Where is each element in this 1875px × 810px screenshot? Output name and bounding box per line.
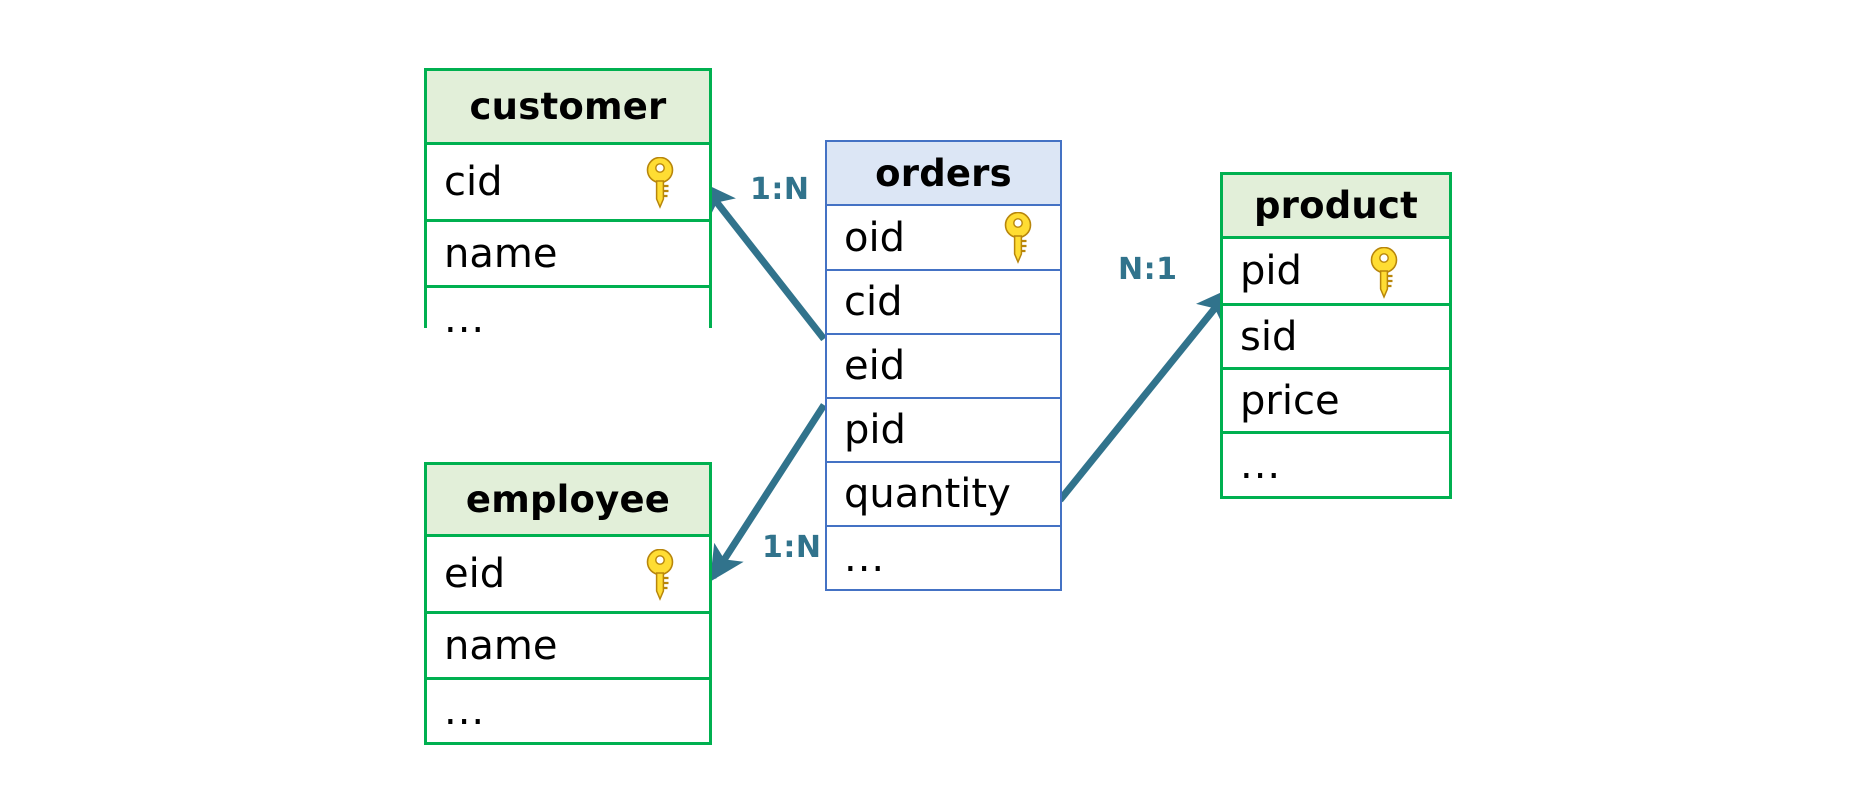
arrow-orders-product xyxy=(1057,287,1232,503)
column-name: cid xyxy=(444,159,503,205)
column-name: ... xyxy=(444,296,486,342)
table-orders-title: orders xyxy=(827,142,1060,206)
column-name: price xyxy=(1240,377,1340,424)
arrow-orders-employee xyxy=(709,403,827,582)
column-name: oid xyxy=(844,214,905,261)
column-name: pid xyxy=(1240,248,1302,294)
table-product-title: product xyxy=(1223,175,1449,239)
key-icon xyxy=(1370,247,1398,299)
table-orders-row-pid[interactable]: pid xyxy=(827,399,1060,463)
table-product-row-price[interactable]: price xyxy=(1223,370,1449,434)
table-employee-row-eid[interactable]: eid xyxy=(427,537,709,614)
table-customer[interactable]: customer cid name ... xyxy=(424,68,712,350)
table-customer-row-more[interactable]: ... xyxy=(427,288,709,350)
cardinality-label-orders-employee: 1:N xyxy=(762,530,822,565)
column-name: sid xyxy=(1240,313,1298,360)
key-icon xyxy=(646,549,674,601)
table-employee-title: employee xyxy=(427,465,709,537)
table-customer-title: customer xyxy=(427,71,709,145)
table-product-row-pid[interactable]: pid xyxy=(1223,239,1449,306)
table-customer-row-name[interactable]: name xyxy=(427,222,709,288)
table-customer-row-cid[interactable]: cid xyxy=(427,145,709,222)
table-employee-row-name[interactable]: name xyxy=(427,614,709,680)
table-employee-row-more[interactable]: ... xyxy=(427,680,709,742)
column-name: quantity xyxy=(844,471,1011,517)
table-product[interactable]: product pid sid price ... xyxy=(1220,172,1452,499)
table-orders-row-oid[interactable]: oid xyxy=(827,206,1060,271)
table-orders-row-more[interactable]: ... xyxy=(827,527,1060,589)
column-name: eid xyxy=(844,343,906,389)
column-name: ... xyxy=(1240,442,1282,488)
key-icon xyxy=(646,157,674,209)
table-orders-row-cid[interactable]: cid xyxy=(827,271,1060,335)
key-icon xyxy=(1004,212,1032,264)
table-orders-row-quantity[interactable]: quantity xyxy=(827,463,1060,527)
column-name: cid xyxy=(844,279,903,325)
cardinality-label-orders-customer: 1:N xyxy=(750,172,810,207)
column-name: ... xyxy=(844,535,886,581)
column-name: name xyxy=(444,230,558,277)
column-name: ... xyxy=(444,688,486,734)
table-employee[interactable]: employee eid name ... xyxy=(424,462,712,745)
table-product-row-sid[interactable]: sid xyxy=(1223,306,1449,370)
column-name: name xyxy=(444,622,558,669)
table-orders-row-eid[interactable]: eid xyxy=(827,335,1060,399)
column-name: pid xyxy=(844,407,906,453)
table-orders[interactable]: orders oid cid eid pid quantity ... xyxy=(825,140,1062,591)
cardinality-label-orders-product: N:1 xyxy=(1118,252,1178,287)
arrow-orders-customer xyxy=(700,181,827,342)
table-product-row-more[interactable]: ... xyxy=(1223,434,1449,496)
column-name: eid xyxy=(444,551,506,597)
